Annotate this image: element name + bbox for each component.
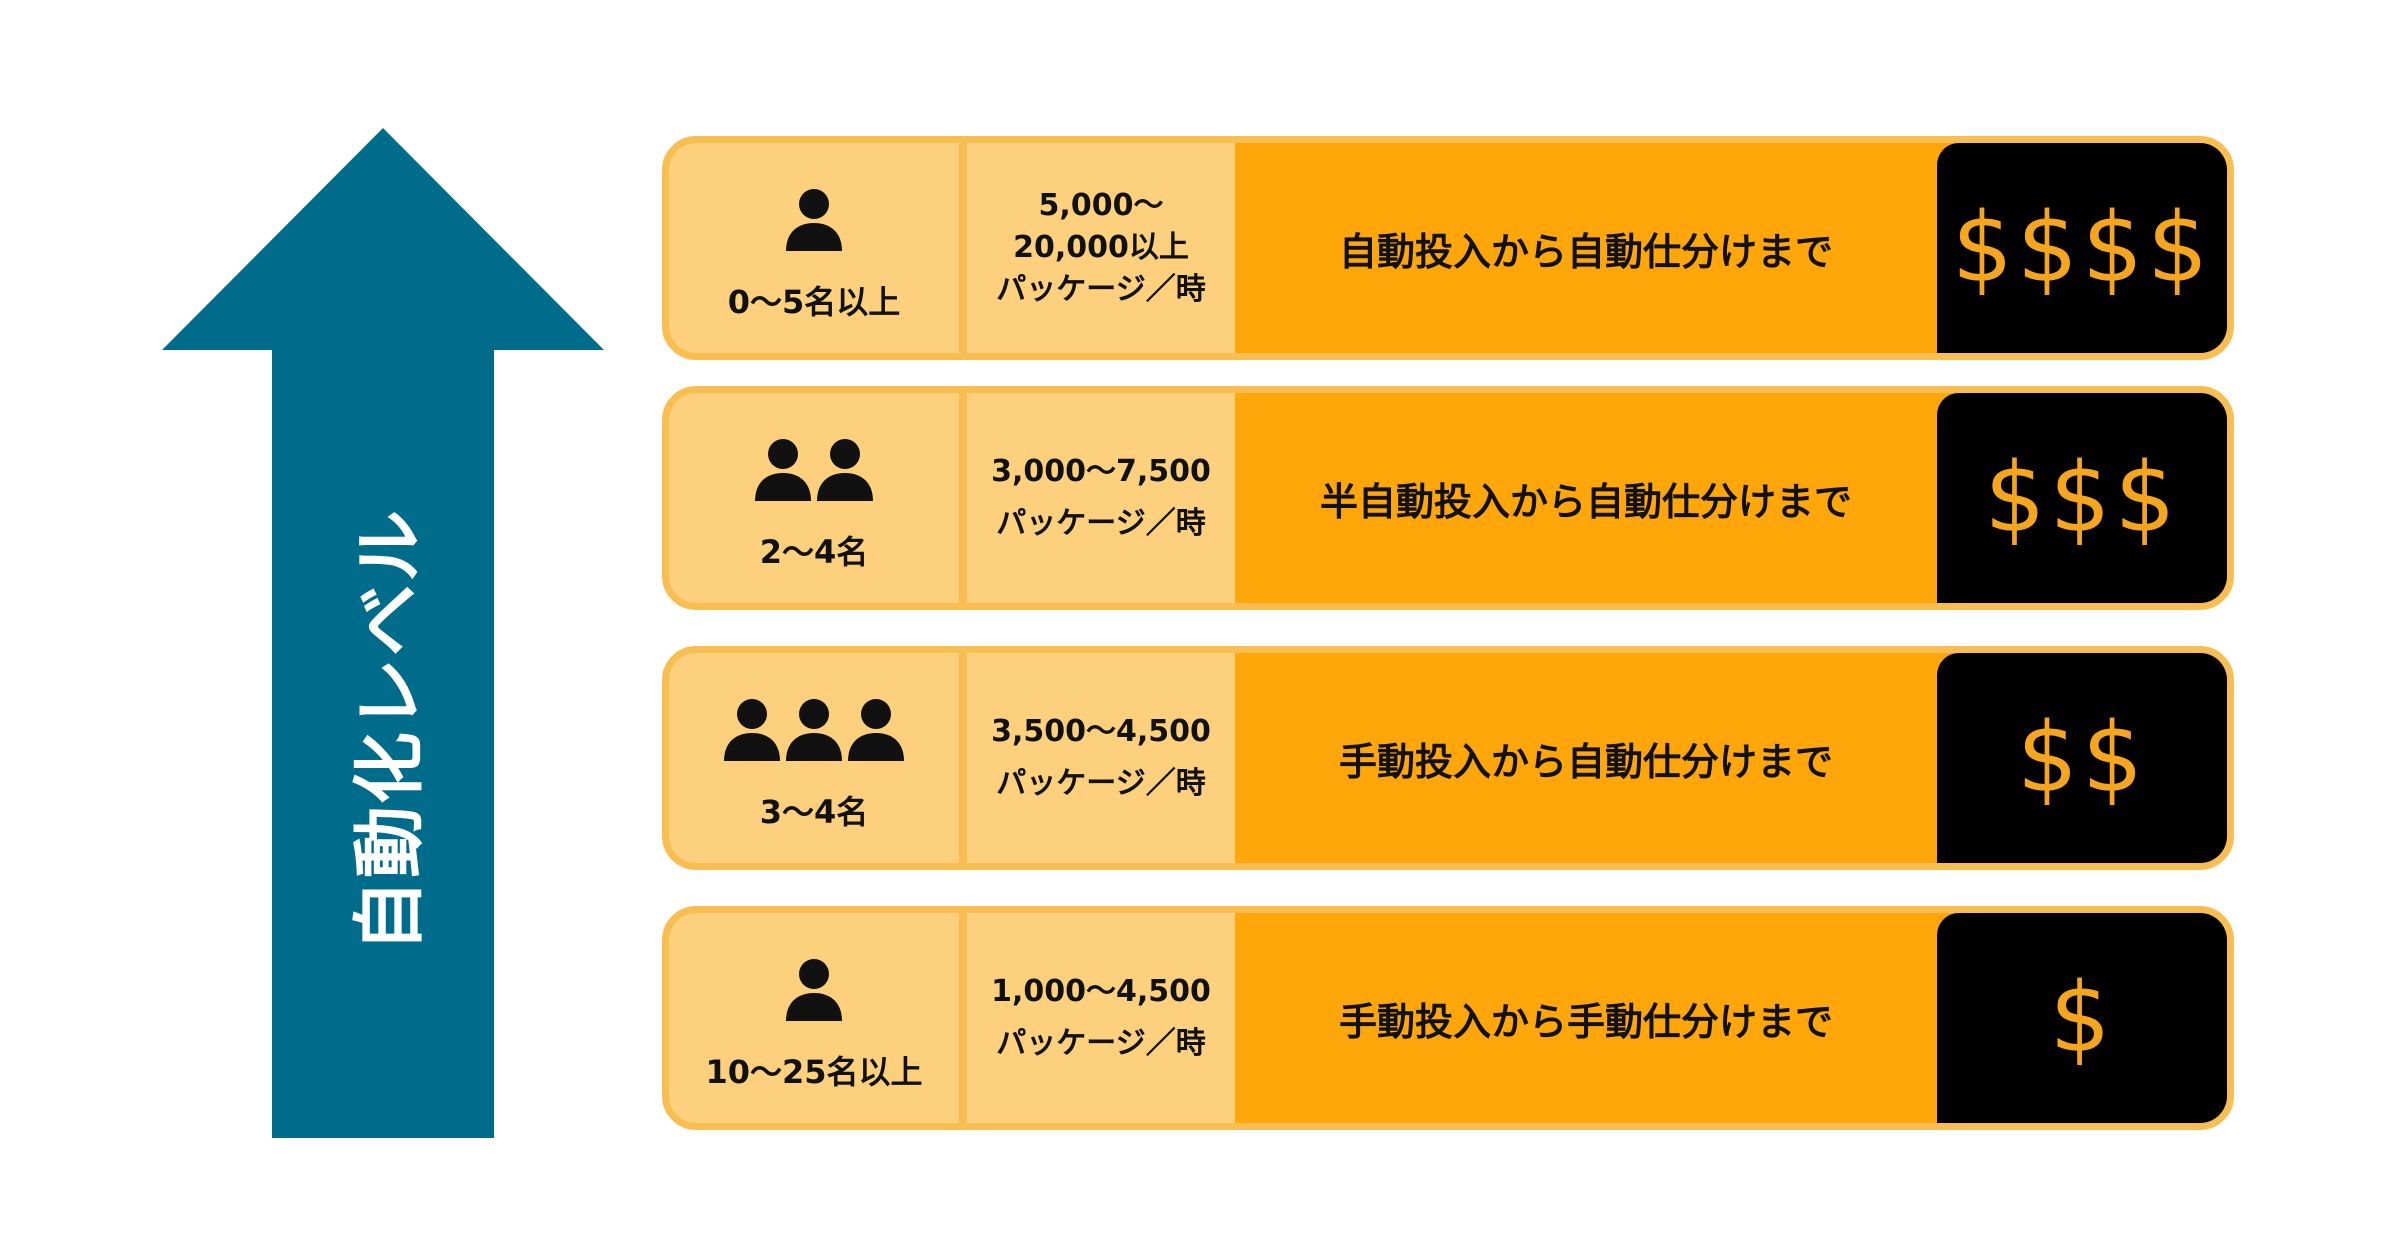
staff-cell: 10〜25名以上 bbox=[669, 913, 959, 1123]
throughput-line: パッケージ／時 bbox=[996, 1026, 1206, 1061]
throughput-cell: 3,000〜7,500 パッケージ／時 bbox=[967, 393, 1235, 603]
cell-divider bbox=[959, 393, 967, 603]
throughput-line: 20,000以上 bbox=[1013, 230, 1189, 265]
staff-count: 10〜25名以上 bbox=[705, 1053, 923, 1091]
people-icons bbox=[669, 691, 959, 761]
cost-cell: $$$$ bbox=[1937, 143, 2227, 353]
throughput-line: 5,000〜 bbox=[1038, 188, 1164, 223]
staff-count: 3〜4名 bbox=[759, 793, 869, 831]
throughput-line: パッケージ／時 bbox=[996, 506, 1206, 541]
cell-divider bbox=[959, 143, 967, 353]
throughput-line: 3,500〜4,500 bbox=[991, 714, 1211, 749]
person-icon bbox=[786, 189, 842, 251]
cell-divider bbox=[959, 913, 967, 1123]
person-icon bbox=[817, 439, 873, 501]
cost-cell: $$$ bbox=[1937, 393, 2227, 603]
description-cell: 半自動投入から自動仕分けまで bbox=[1235, 393, 1937, 603]
people-icons bbox=[669, 951, 959, 1021]
people-icons bbox=[669, 431, 959, 501]
tier-row-4: 10〜25名以上 1,000〜4,500 パッケージ／時 手動投入から手動仕分け… bbox=[662, 906, 2234, 1130]
throughput-cell: 5,000〜 20,000以上 パッケージ／時 bbox=[967, 143, 1235, 353]
automation-description: 自動投入から自動仕分けまで bbox=[1338, 229, 1833, 274]
staff-cell: 2〜4名 bbox=[669, 393, 959, 603]
throughput-line: 3,000〜7,500 bbox=[991, 454, 1211, 489]
cost-cell: $$ bbox=[1937, 653, 2227, 863]
person-icon bbox=[786, 699, 842, 761]
throughput-line: 1,000〜4,500 bbox=[991, 974, 1211, 1009]
person-icon bbox=[848, 699, 904, 761]
automation-description: 手動投入から自動仕分けまで bbox=[1338, 739, 1833, 784]
cost-level: $$$ bbox=[1984, 442, 2180, 554]
cost-level: $$$$ bbox=[1951, 192, 2213, 304]
tier-row-2: 2〜4名 3,000〜7,500 パッケージ／時 半自動投入から自動仕分けまで … bbox=[662, 386, 2234, 610]
people-icons bbox=[669, 181, 959, 251]
person-icon bbox=[724, 699, 780, 761]
throughput-line: パッケージ／時 bbox=[996, 766, 1206, 801]
cost-cell: $ bbox=[1937, 913, 2227, 1123]
staff-count: 2〜4名 bbox=[759, 533, 869, 571]
automation-description: 手動投入から手動仕分けまで bbox=[1338, 999, 1833, 1044]
description-cell: 自動投入から自動仕分けまで bbox=[1235, 143, 1937, 353]
cost-level: $$ bbox=[2016, 702, 2148, 814]
automation-level-label: 自動化レベル bbox=[347, 507, 432, 953]
description-cell: 手動投入から自動仕分けまで bbox=[1235, 653, 1937, 863]
automation-description: 半自動投入から自動仕分けまで bbox=[1319, 479, 1852, 524]
throughput-cell: 1,000〜4,500 パッケージ／時 bbox=[967, 913, 1235, 1123]
staff-cell: 0〜5名以上 bbox=[669, 143, 959, 353]
tier-row-3: 3〜4名 3,500〜4,500 パッケージ／時 手動投入から自動仕分けまで $… bbox=[662, 646, 2234, 870]
automation-level-arrow bbox=[162, 128, 604, 1138]
cell-divider bbox=[959, 653, 967, 863]
throughput-cell: 3,500〜4,500 パッケージ／時 bbox=[967, 653, 1235, 863]
person-icon bbox=[786, 959, 842, 1021]
description-cell: 手動投入から手動仕分けまで bbox=[1235, 913, 1937, 1123]
throughput-line: パッケージ／時 bbox=[996, 272, 1206, 307]
staff-cell: 3〜4名 bbox=[669, 653, 959, 863]
person-icon bbox=[755, 439, 811, 501]
tier-row-1: 0〜5名以上 5,000〜 20,000以上 パッケージ／時 自動投入から自動仕… bbox=[662, 136, 2234, 360]
staff-count: 0〜5名以上 bbox=[727, 283, 901, 321]
cost-level: $ bbox=[2049, 962, 2115, 1074]
arrow-shape bbox=[162, 128, 604, 1138]
